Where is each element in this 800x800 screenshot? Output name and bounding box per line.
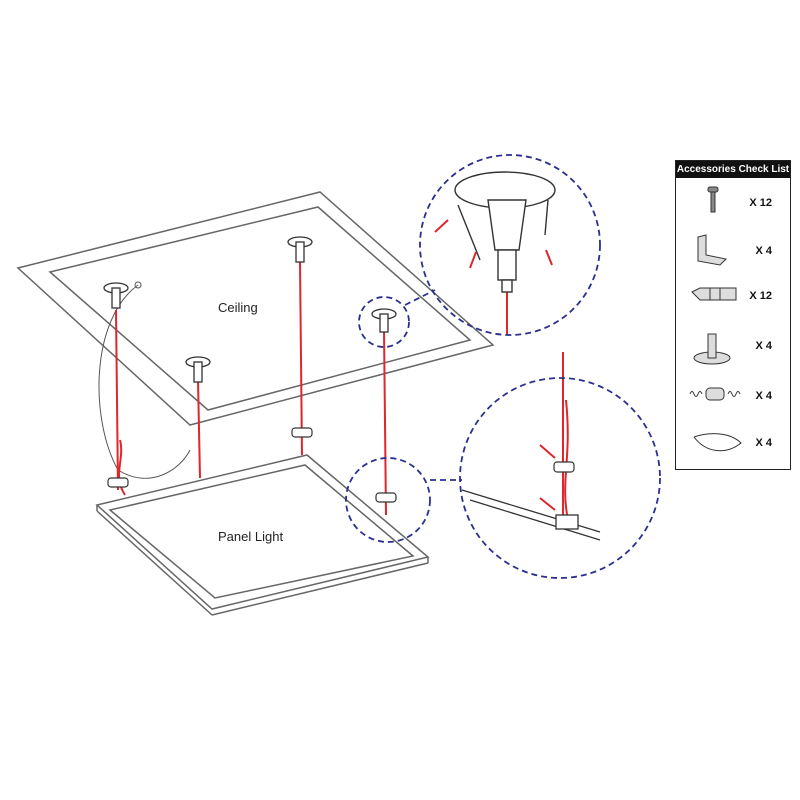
angle-bracket-icon (697, 234, 728, 266)
ceiling-mount-icon (693, 333, 731, 365)
panel-detail (461, 489, 601, 541)
mount-detail (454, 171, 556, 293)
screw-icon (707, 186, 719, 213)
cable-gripper-icon (689, 387, 741, 401)
wall-anchor-icon (691, 287, 737, 301)
checklist-title: Accessories Check List (676, 161, 790, 178)
steel-cable-icon (693, 433, 742, 452)
callout-circles (345, 154, 661, 579)
ceiling-label: Ceiling (218, 300, 258, 315)
accessories-checklist: Accessories Check List X 12 X 4 X 12 X 4… (675, 160, 791, 470)
arrows (434, 219, 556, 511)
checklist-item: X 4 (676, 231, 790, 271)
panel-light (95, 454, 430, 616)
checklist-item: X 12 (676, 276, 790, 316)
slack-cable (98, 284, 191, 479)
ceiling-mounts (103, 236, 397, 383)
checklist-item: X 4 (676, 326, 790, 366)
panel-light-label: Panel Light (218, 529, 284, 544)
checklist-item: X 4 (676, 376, 790, 416)
ceiling-panel (16, 191, 495, 426)
checklist-item: X 4 (676, 423, 790, 463)
suspension-wires (115, 261, 569, 521)
cable-grippers (107, 427, 575, 503)
checklist-item: X 12 (676, 183, 790, 223)
